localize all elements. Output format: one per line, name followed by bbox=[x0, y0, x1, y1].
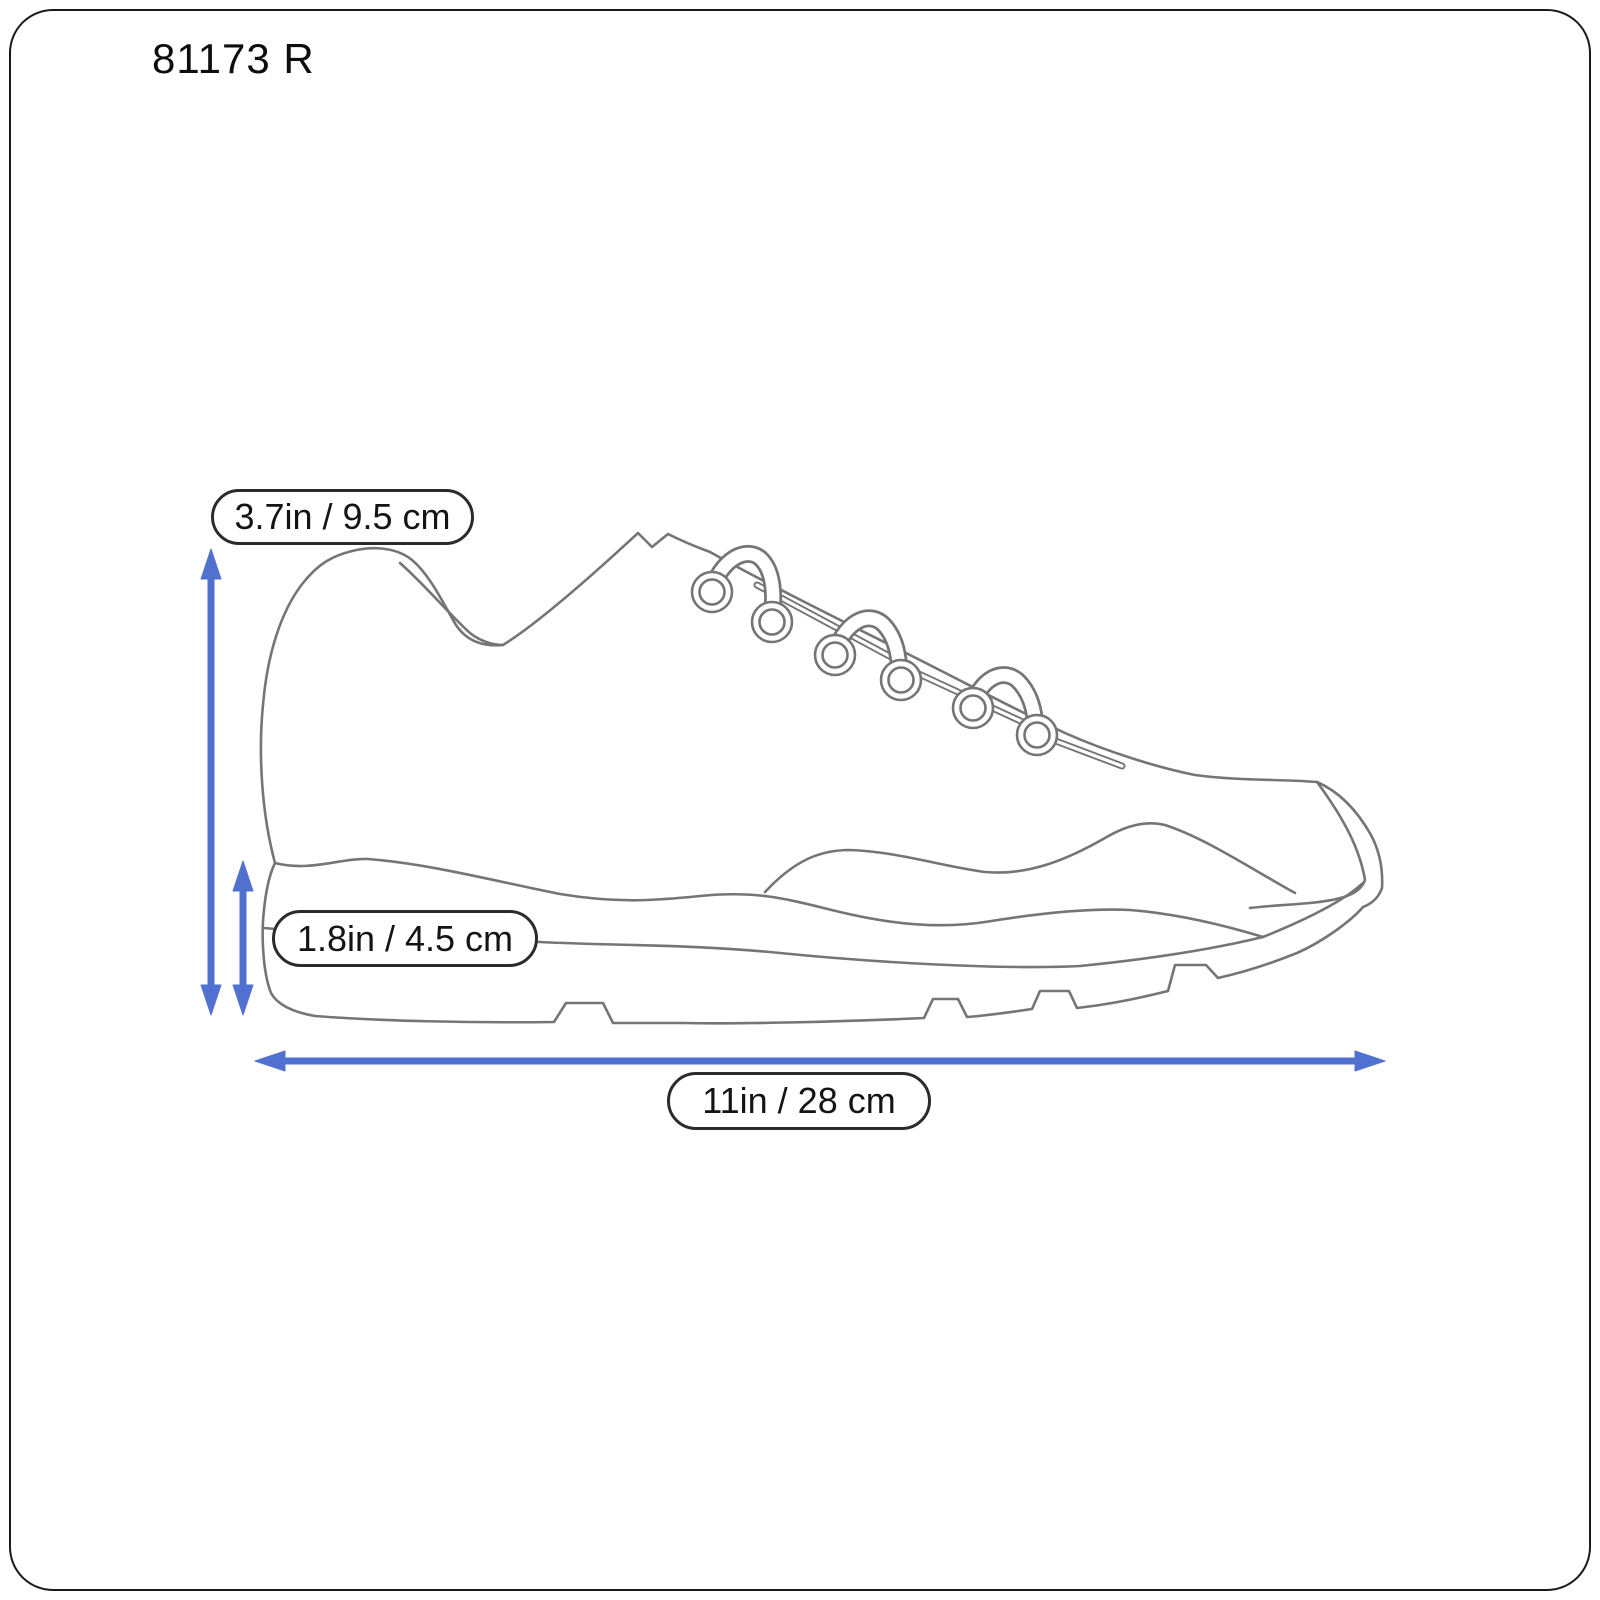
product-code-title: 81173 R bbox=[152, 35, 315, 82]
vamp-overlay-line bbox=[763, 821, 1297, 895]
laces bbox=[690, 544, 1126, 770]
overall-height-label-text: 3.7in / 9.5 cm bbox=[234, 496, 451, 537]
dimension-arrows bbox=[200, 548, 1386, 1072]
collar-inner-line bbox=[398, 561, 505, 647]
shoe-outer-outline bbox=[259, 531, 1384, 1025]
length-arrow bbox=[254, 1050, 1386, 1072]
length-label-text: 11in / 28 cm bbox=[702, 1080, 896, 1121]
length-label: 11in / 28 cm bbox=[667, 1072, 931, 1130]
overall-height-arrow bbox=[200, 548, 222, 1016]
overall-height-label: 3.7in / 9.5 cm bbox=[211, 489, 474, 545]
sole-height-label-text: 1.8in / 4.5 cm bbox=[296, 917, 514, 959]
midsole-top-line bbox=[273, 857, 1265, 939]
toe-cap-seam bbox=[1248, 780, 1367, 910]
shoe-upper-and-sole-outline bbox=[259, 531, 1384, 1025]
eyelets bbox=[690, 570, 1059, 757]
sole-height-label: 1.8in / 4.5 cm bbox=[272, 910, 538, 967]
sole-height-arrow bbox=[232, 860, 254, 1016]
